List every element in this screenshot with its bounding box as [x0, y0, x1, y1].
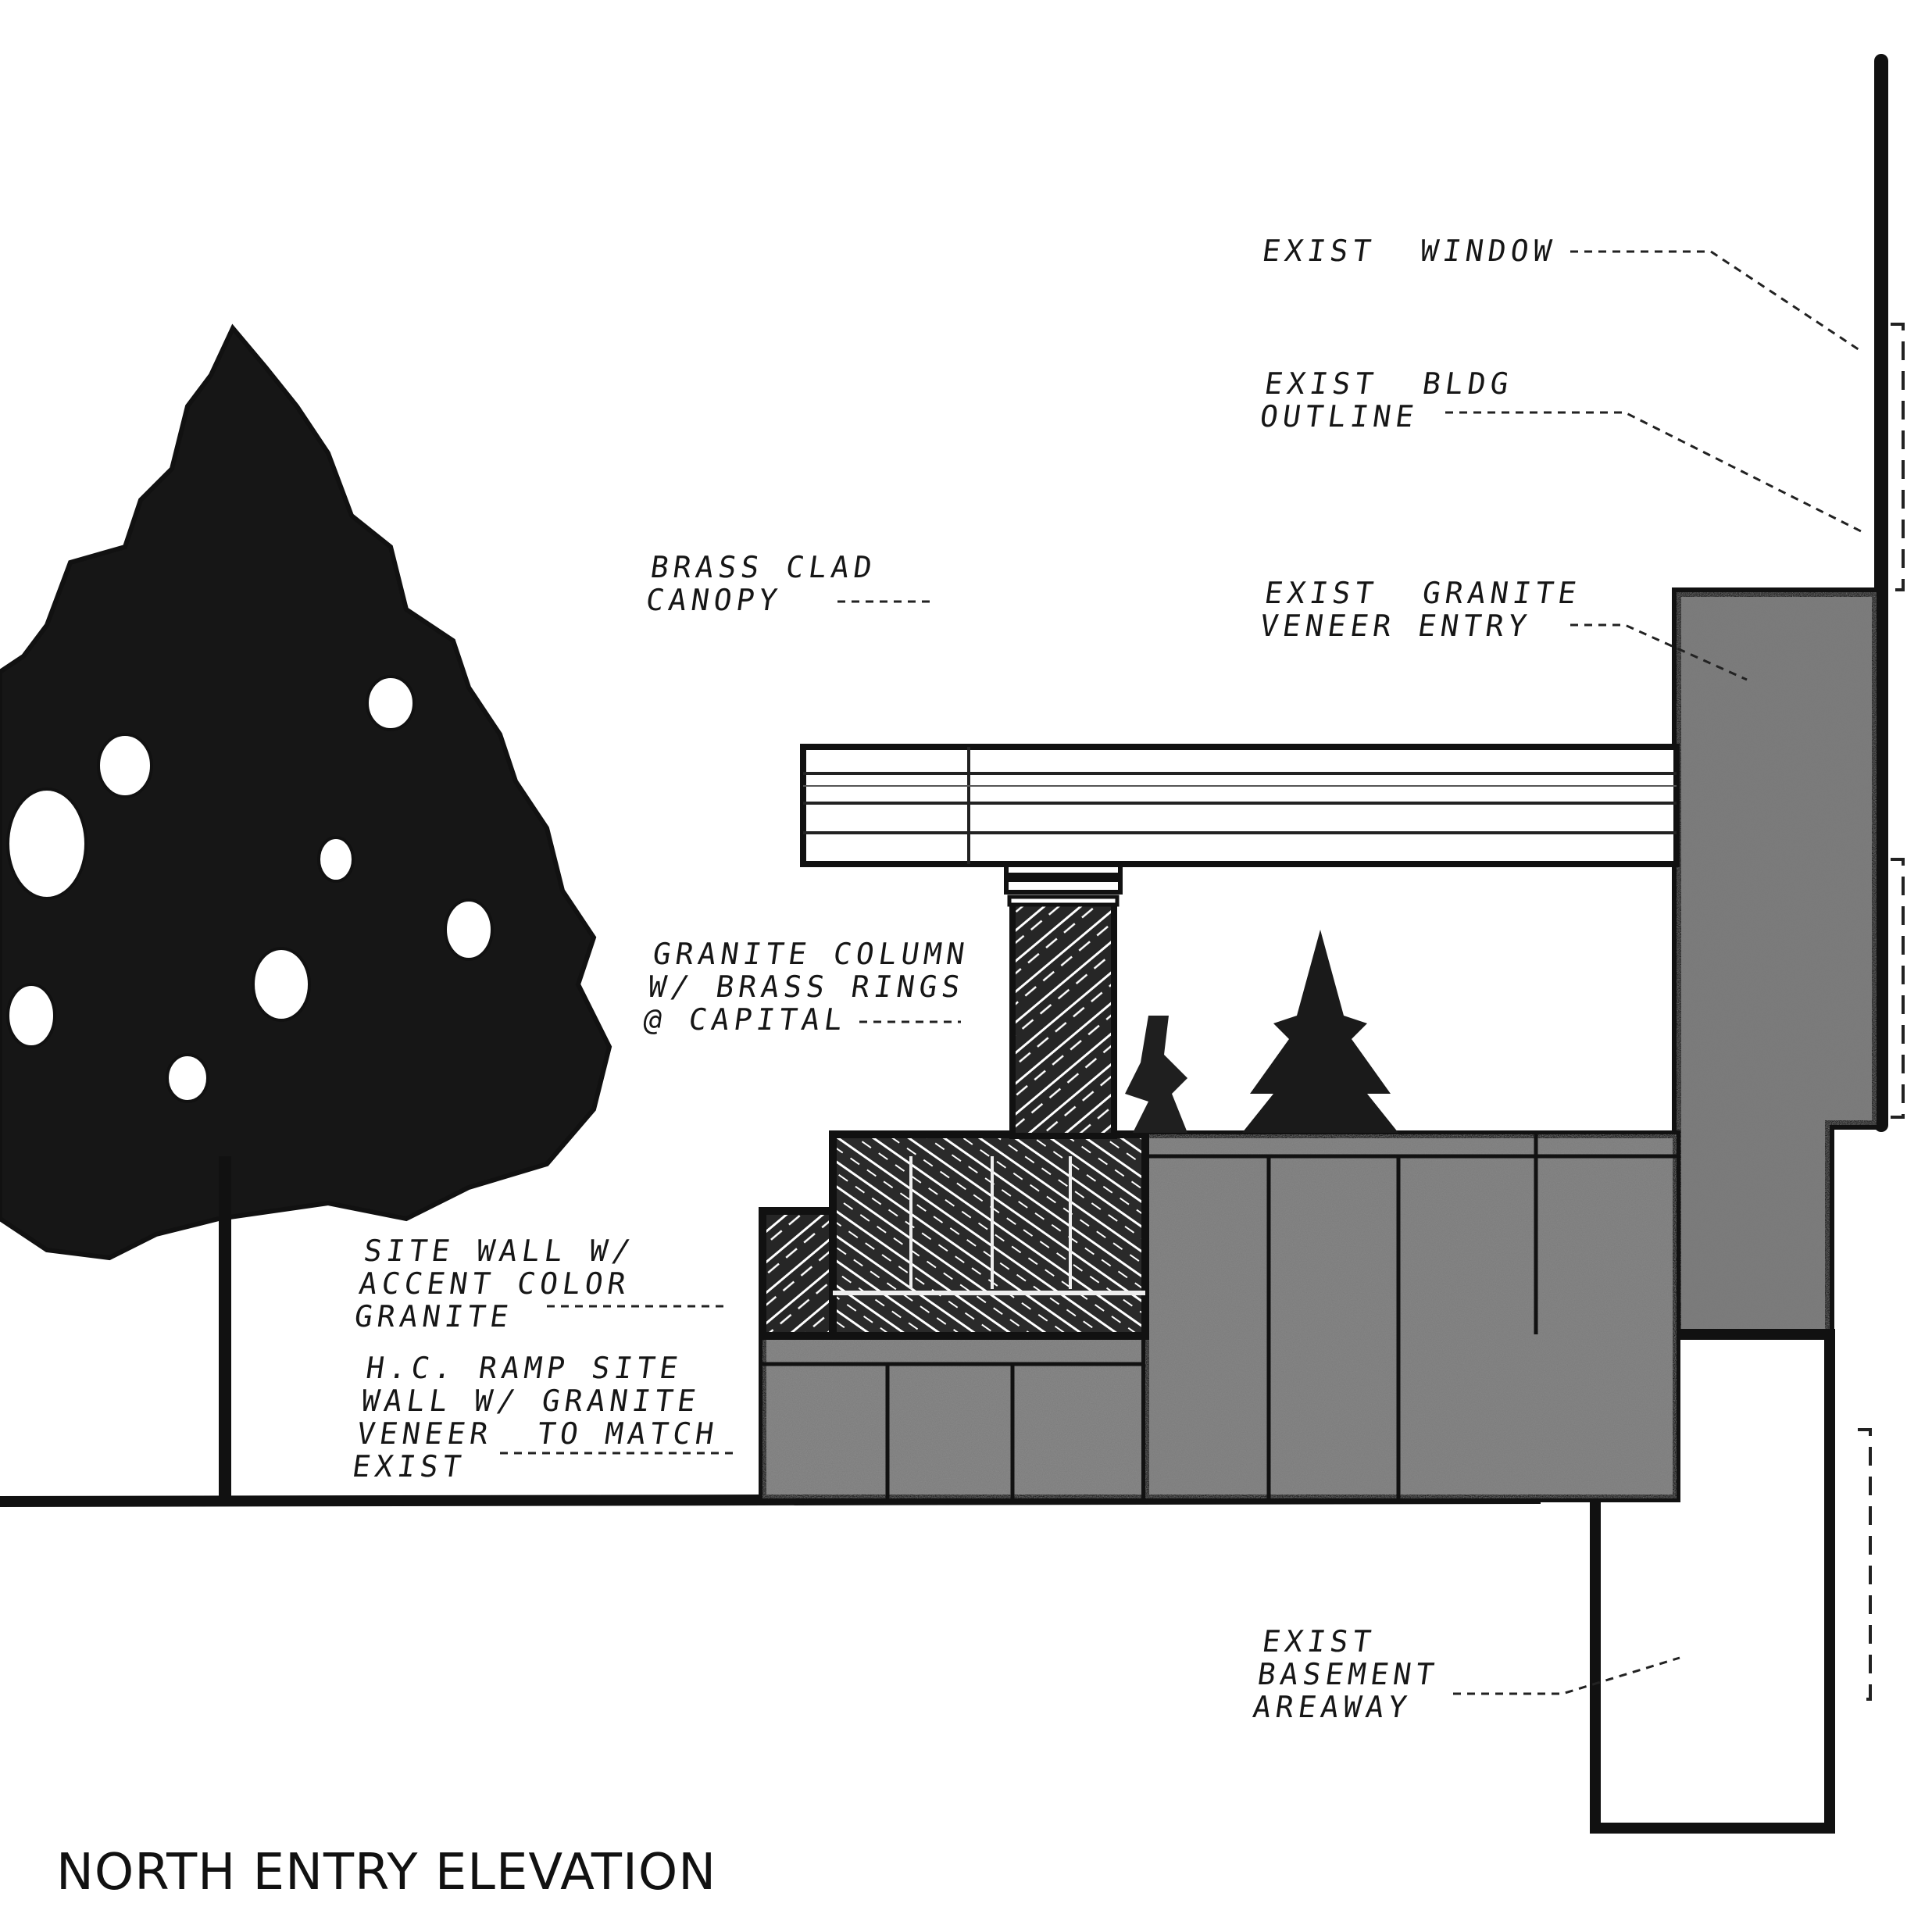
evergreen-shrub — [1125, 930, 1398, 1133]
tree — [0, 323, 612, 1500]
note-hc-ramp-site-wall: H.C. RAMP SITE WALL W/ GRANITE VENEER TO… — [350, 1351, 721, 1484]
accent-site-wall — [759, 1130, 1149, 1340]
note-site-wall: SITE WALL W/ ACCENT COLOR GRANITE — [352, 1234, 637, 1334]
granite-veneer-entry — [1672, 587, 1881, 1339]
note-granite-column: GRANITE COLUMN W/ BRASS RINGS @ CAPITAL — [641, 937, 972, 1037]
note-exist-bldg-outline: EXIST BLDG OUTLINE — [1257, 366, 1516, 434]
brass-clad-canopy — [800, 744, 1680, 867]
granite-wall — [1141, 1130, 1680, 1502]
granite-column — [1004, 860, 1123, 1139]
drawing-title: NORTH ENTRY ELEVATION — [56, 1844, 717, 1902]
note-exist-granite-veneer-entry: EXIST GRANITE VENEER ENTRY — [1257, 576, 1584, 643]
note-exist-basement-areaway: EXIST BASEMENT AREAWAY — [1251, 1624, 1441, 1724]
leader-lines — [500, 250, 1862, 1695]
note-exist-window: EXIST WINDOW — [1259, 234, 1559, 268]
note-brass-clad-canopy: BRASS CLAD CANOPY — [643, 550, 879, 617]
